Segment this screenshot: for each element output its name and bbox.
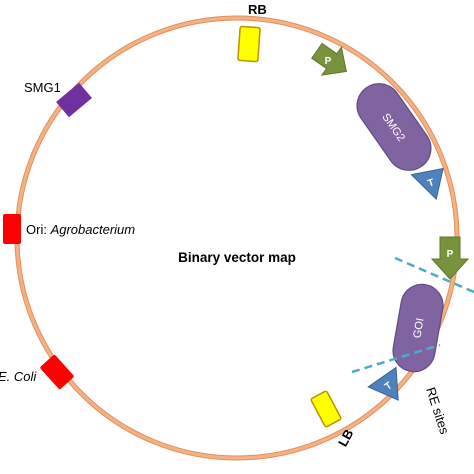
re-sites-label: RE sites — [423, 385, 452, 436]
diagram-title: Binary vector map — [178, 250, 296, 265]
terminator-1: T — [410, 167, 444, 201]
ori-ecoli-label: E. Coli — [0, 369, 37, 384]
goi-label: GOI — [411, 317, 426, 339]
promoter-2-label: P — [447, 249, 454, 260]
re-site-line-upper — [394, 256, 474, 294]
promoter-1-arrow: P — [311, 42, 347, 76]
goi-gene: GOI — [392, 283, 444, 373]
ori-agrobacterium-label: Ori: Agrobacterium — [26, 222, 135, 237]
promoter-2-arrow: P — [430, 236, 470, 280]
left-border-marker — [310, 390, 342, 428]
smg1-label: SMG1 — [24, 80, 61, 95]
terminator-1-label: T — [427, 177, 436, 189]
re-site-line-lower — [351, 343, 441, 374]
promoter-1-label: P — [325, 56, 332, 67]
smg2-gene: SMG2 — [356, 83, 432, 171]
terminator-2: T — [367, 366, 399, 401]
ori-ecoli-marker — [40, 354, 74, 390]
right-border-marker — [237, 25, 261, 63]
smg1-marker — [56, 82, 92, 118]
left-border-label: LB — [335, 427, 356, 449]
terminator-2-label: T — [383, 380, 394, 393]
right-border-label: RB — [248, 2, 267, 17]
ori-agrobacterium-marker — [3, 214, 21, 244]
